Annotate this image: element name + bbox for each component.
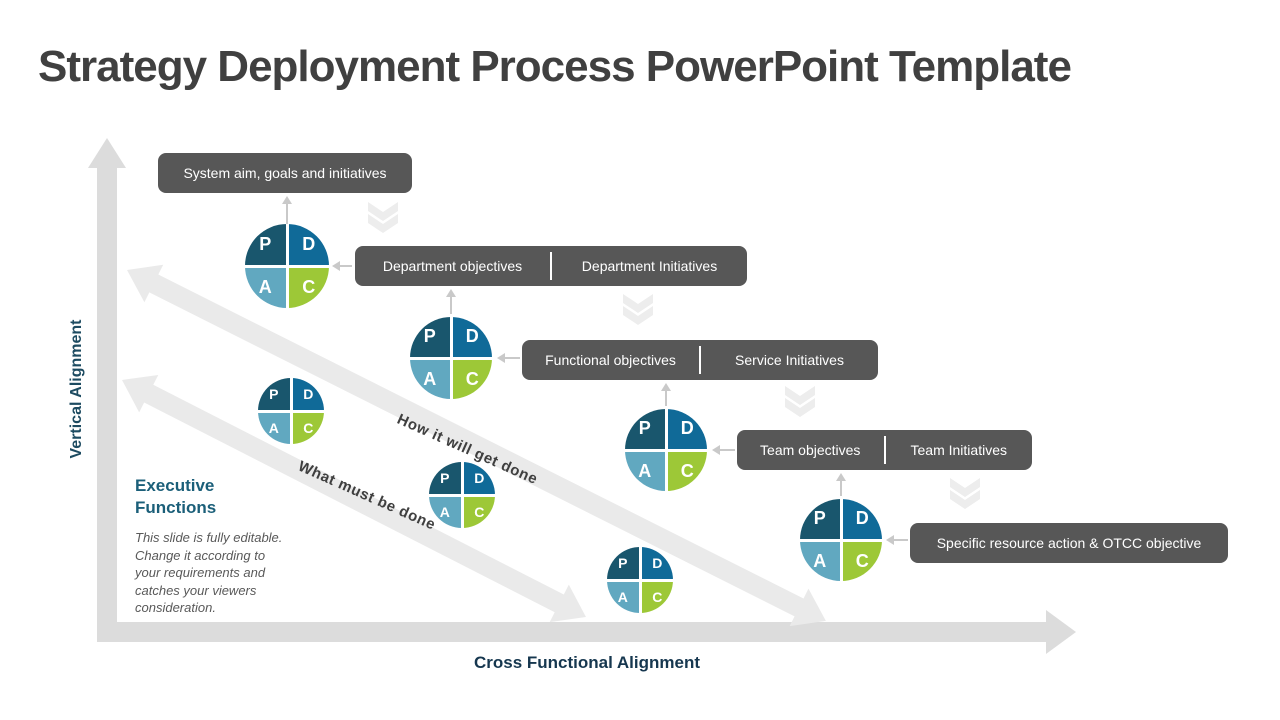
label-box-functional: Functional objectives Service Initiative…: [522, 340, 878, 380]
label-box-right-text: Team Initiatives: [910, 442, 1007, 458]
divider: [699, 346, 701, 374]
label-box-left-text: Team objectives: [760, 442, 861, 458]
label-box-team: Team objectives Team Initiatives: [737, 430, 1032, 470]
label-box-department: Department objectives Department Initiat…: [355, 246, 747, 286]
pdca-circle-6: P D A C: [800, 499, 882, 581]
pdca-check-quadrant: C: [667, 451, 707, 491]
note-body: This slide is fully editable. Change it …: [135, 530, 283, 615]
pdca-do-quadrant: D: [667, 409, 707, 449]
pdca-circle-7: P D A C: [607, 547, 673, 613]
divider: [550, 252, 552, 280]
pdca-check-quadrant: C: [452, 359, 492, 399]
connector-arrows: [282, 196, 908, 545]
diagonal-arrow-lower: [122, 374, 586, 623]
label-box-text: System aim, goals and initiatives: [183, 165, 387, 181]
pdca-circle-4: P D A C: [625, 409, 707, 491]
chevron-down-icon: [785, 386, 815, 417]
y-axis-label: Vertical Alignment: [68, 319, 85, 459]
horizontal-axis-arrow: [97, 610, 1076, 654]
pdca-circle-3: P D A C: [258, 378, 324, 444]
slide-title: Strategy Deployment Process PowerPoint T…: [38, 42, 1072, 91]
label-box-right-text: Department Initiatives: [581, 258, 718, 274]
vertical-axis-arrow: [88, 138, 126, 642]
label-box-specific-resource: Specific resource action & OTCC objectiv…: [910, 523, 1228, 563]
chevron-down-icon: [950, 478, 980, 509]
pdca-circle-1: P D A C: [245, 224, 329, 308]
note-heading: Executive Functions: [135, 476, 217, 517]
pdca-check-quadrant: C: [288, 267, 329, 308]
divider: [883, 436, 886, 464]
x-axis-label: Cross Functional Alignment: [473, 653, 701, 672]
label-box-text: Specific resource action & OTCC objectiv…: [936, 535, 1202, 551]
label-box-system-aim: System aim, goals and initiatives: [158, 153, 412, 193]
diagonal-arrow-upper: [127, 264, 826, 627]
chevron-down-icon: [623, 294, 653, 325]
label-box-left-text: Functional objectives: [545, 352, 676, 368]
label-box-right-text: Service Initiatives: [735, 352, 844, 368]
pdca-circle-2: P D A C: [410, 317, 492, 399]
label-box-left-text: Department objectives: [382, 258, 523, 274]
executive-functions-note: Executive Functions This slide is fully …: [135, 475, 283, 617]
pdca-circle-5: P D A C: [429, 462, 495, 528]
chevron-down-icon: [368, 202, 398, 233]
